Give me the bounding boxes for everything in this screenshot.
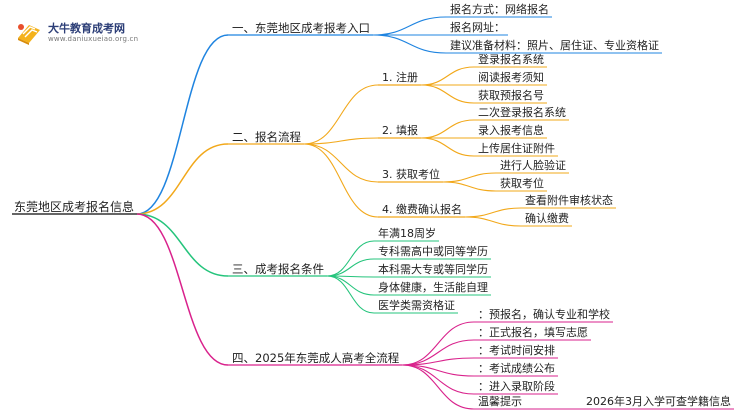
timeline-item: ：预报名，确认专业和学校 — [478, 308, 610, 321]
condition-item: 身体健康，生活能自理 — [378, 281, 488, 294]
connector-line — [326, 258, 375, 277]
section-3-title: 三、成考报名条件 — [232, 262, 324, 276]
step-item: 查看附件审核状态 — [525, 194, 613, 207]
tip-label: 温馨提示 — [478, 395, 522, 408]
connector-line — [326, 275, 375, 296]
connector-line — [136, 143, 229, 215]
step-payment: 4. 缴费确认报名 — [382, 203, 462, 216]
step-fill: 2. 填报 — [382, 124, 418, 137]
timeline-item: ：考试成绩公布 — [478, 362, 555, 375]
mindmap-root: 东莞地区成考报名信息 — [14, 200, 135, 214]
step-item: 获取考位 — [500, 177, 544, 190]
tip-note: 2026年3月入学可查学籍信息 — [586, 395, 731, 408]
section-1-item: 建议准备材料：照片、居住证、专业资格证 — [450, 39, 659, 52]
logo-url: www.daniuxueiao.org.cn — [48, 35, 139, 43]
connector-line — [420, 137, 475, 157]
connector-line — [372, 16, 447, 36]
condition-item: 医学类需资格证 — [378, 299, 455, 312]
connector-line — [326, 275, 375, 314]
step-item: 阅读报考须知 — [478, 71, 544, 84]
connector-line — [420, 119, 475, 139]
step-item: 登录报名系统 — [478, 53, 544, 66]
step-item: 录入报考信息 — [478, 124, 544, 137]
connector-line — [136, 34, 229, 215]
book-logo-icon — [18, 24, 40, 45]
section-1-item: 报名方式：网络报名 — [450, 3, 549, 16]
step-item: 二次登录报名系统 — [478, 106, 566, 119]
connector-line — [372, 34, 447, 54]
section-1-item: 报名网址： — [450, 21, 505, 34]
connector-line — [464, 216, 522, 227]
connector-line — [442, 172, 497, 183]
section-4-title: 四、2025年东莞成人高考全流程 — [232, 351, 400, 365]
condition-item: 本科需大专或等同学历 — [378, 263, 488, 276]
step-seat: 3. 获取考位 — [382, 168, 440, 181]
section-1-title: 一、东莞地区成考报考入口 — [232, 21, 370, 35]
step-item: 进行人脸验证 — [500, 159, 566, 172]
step-item: 获取预报名号 — [478, 89, 544, 102]
connector-line — [401, 321, 475, 366]
logo-title: 大牛教育成考网 — [48, 22, 125, 35]
condition-item: 年满18周岁 — [378, 227, 436, 240]
connector-line — [464, 207, 522, 218]
step-item: 确认缴费 — [525, 212, 569, 225]
connector-line — [401, 364, 475, 395]
condition-item: 专科需高中或同等学历 — [378, 245, 488, 258]
connector-line — [401, 364, 475, 410]
site-logo: 大牛教育成考网 www.daniuxueiao.org.cn — [14, 18, 174, 48]
timeline-item: ：正式报名，填写志愿 — [478, 326, 588, 339]
timeline-item: ：考试时间安排 — [478, 344, 555, 357]
timeline-item: ：进入录取阶段 — [478, 380, 555, 393]
section-2-title: 二、报名流程 — [232, 130, 301, 144]
connector-line — [303, 143, 379, 218]
step-register: 1. 注册 — [382, 71, 418, 84]
connector-line — [420, 84, 475, 104]
connector-line — [303, 84, 379, 145]
connector-line — [442, 181, 497, 192]
connector-line — [136, 213, 229, 277]
step-item: 上传居住证附件 — [478, 142, 555, 155]
connector-line — [136, 213, 229, 366]
connector-line — [326, 240, 375, 277]
connector-line — [420, 66, 475, 86]
connector-line — [303, 143, 379, 183]
connector-line — [303, 137, 379, 145]
